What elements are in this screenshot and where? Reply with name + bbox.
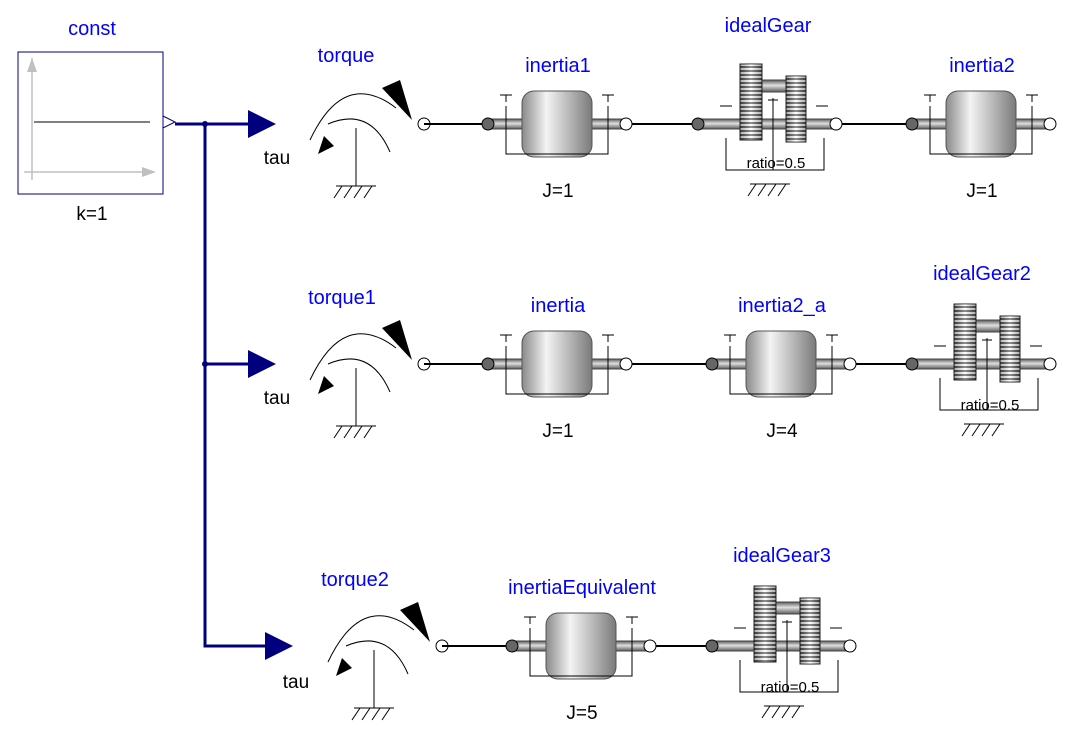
inertia2-block[interactable] [905, 90, 1057, 158]
inertia-param: J=1 [542, 421, 573, 442]
inertia2-a-block[interactable] [705, 330, 857, 398]
torque-name: torque [318, 45, 375, 67]
inertia-equivalent-name: inertiaEquivalent [508, 577, 656, 599]
ideal-gear2-block[interactable] [905, 303, 1057, 437]
ideal-gear3-block[interactable] [705, 585, 857, 719]
flange-connections [424, 123, 912, 647]
inertia1-name: inertia1 [525, 55, 591, 77]
inertia2-name: inertia2 [949, 55, 1015, 77]
const-block[interactable] [17, 51, 177, 195]
torque-source-3[interactable] [327, 601, 449, 721]
inertia2-param: J=1 [966, 181, 997, 202]
inertia-block[interactable] [481, 330, 633, 398]
inertia-name: inertia [531, 295, 586, 317]
ideal-gear3-param: ratio=0.5 [761, 679, 820, 696]
ideal-gear-param: ratio=0.5 [747, 155, 806, 172]
ideal-gear3-name: idealGear3 [733, 545, 831, 567]
inertia1-param: J=1 [542, 181, 573, 202]
inertia2-a-param: J=4 [766, 421, 798, 442]
inertia-equivalent-param: J=5 [566, 703, 597, 724]
const-param: k=1 [76, 204, 107, 225]
torque1-input-label: tau [264, 388, 290, 409]
signal-lines [175, 122, 265, 648]
ideal-gear-block[interactable] [691, 63, 843, 197]
inertia2-a-name: inertia2_a [738, 295, 827, 317]
torque-source-1[interactable] [309, 79, 431, 199]
torque2-input-label: tau [283, 672, 309, 693]
ideal-gear-name: idealGear [725, 15, 812, 37]
torque2-name: torque2 [321, 569, 389, 591]
torque1-name: torque1 [308, 287, 376, 309]
ideal-gear2-name: idealGear2 [933, 263, 1031, 285]
ideal-gear2-param: ratio=0.5 [961, 397, 1020, 414]
torque-input-label: tau [264, 148, 290, 169]
torque-source-2[interactable] [309, 319, 431, 439]
inertia-equivalent-block[interactable] [505, 612, 657, 680]
inertia1-block[interactable] [481, 90, 633, 158]
signal-arrows [202, 110, 293, 660]
const-name: const [68, 18, 116, 40]
